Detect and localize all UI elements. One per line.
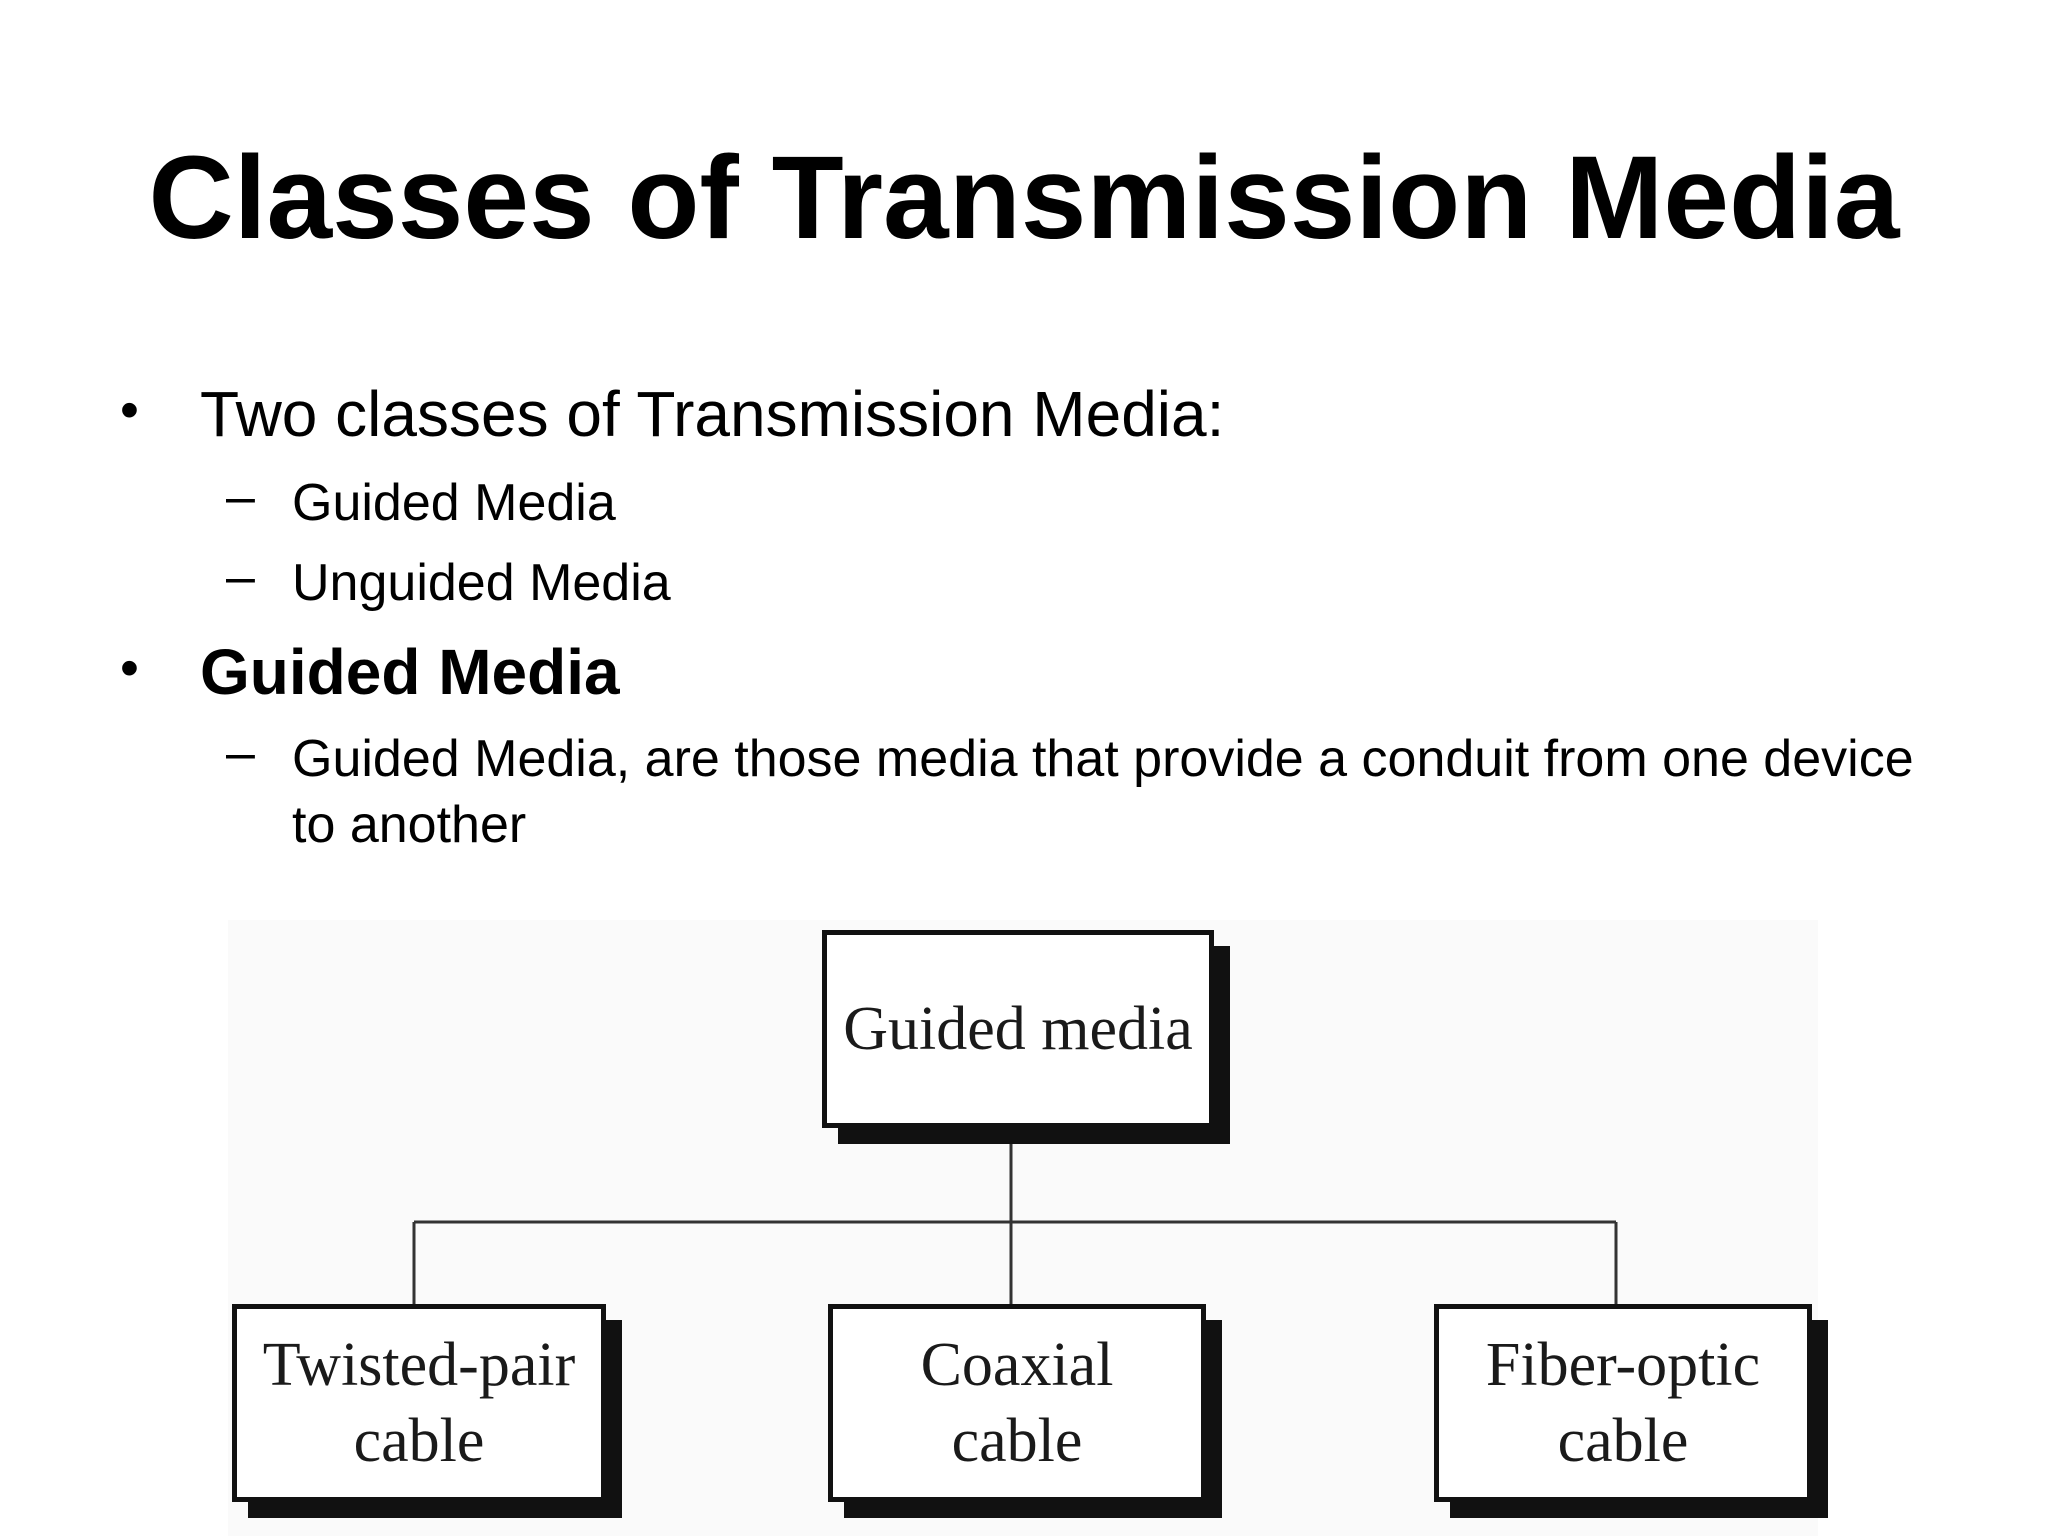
sub-bullet-item: – Guided Media: [226, 468, 616, 536]
diagram-connectors: [412, 1140, 1618, 1312]
diagram-root-box: Guided media: [822, 930, 1214, 1128]
diagram-child-box-fiber-optic: Fiber-optic cable: [1434, 1304, 1812, 1502]
bullet-item-2: • Guided Media: [120, 634, 620, 710]
slide-title: Classes of Transmission Media: [148, 132, 1900, 264]
dash-icon: –: [226, 468, 255, 526]
diagram-root-label: Guided media: [843, 995, 1193, 1063]
sub-bullet-item: – Unguided Media: [226, 548, 671, 616]
bullet-dot-icon: •: [120, 638, 139, 698]
dash-icon: –: [226, 724, 255, 782]
diagram-child-box-twisted-pair: Twisted-pair cable: [232, 1304, 606, 1502]
sub-bullet-item: – Guided Media, are those media that pro…: [226, 724, 1932, 858]
guided-media-diagram: Guided media Twisted-pair cable Coaxial …: [228, 920, 1818, 1536]
diagram-child-label-line2: cable: [951, 1407, 1083, 1475]
diagram-child-label-line2: cable: [1557, 1407, 1689, 1475]
bullet-text: Two classes of Transmission Media:: [200, 378, 1225, 450]
sub-bullet-text: Guided Media, are those media that provi…: [292, 730, 1914, 854]
diagram-child-label-line1: Twisted-pair: [262, 1331, 576, 1399]
dash-icon: –: [226, 548, 255, 606]
diagram-child-label-line1: Fiber-optic: [1485, 1331, 1761, 1399]
bullet-dot-icon: •: [120, 380, 139, 440]
sub-bullet-text: Unguided Media: [292, 554, 671, 612]
bullet-text: Guided Media: [200, 636, 620, 708]
diagram-child-label-line2: cable: [353, 1407, 485, 1475]
bullet-item-1: • Two classes of Transmission Media:: [120, 376, 1225, 452]
sub-bullet-text: Guided Media: [292, 474, 616, 532]
diagram-child-box-coaxial: Coaxial cable: [828, 1304, 1206, 1502]
diagram-child-label-line1: Coaxial: [920, 1331, 1114, 1399]
